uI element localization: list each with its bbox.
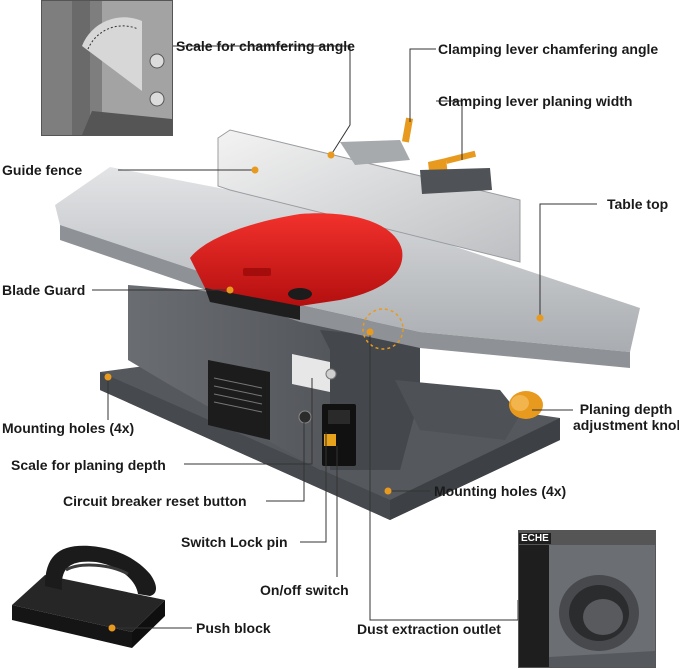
label-on-off-switch: On/off switch	[260, 582, 349, 598]
label-blade-guard: Blade Guard	[2, 282, 86, 298]
dust-outlet-detail-inset: ECHE	[518, 530, 656, 668]
label-guide-fence: Guide fence	[2, 162, 83, 178]
label-clamping-lever-width: Clamping lever planing width	[438, 93, 633, 109]
chamfer-scale-detail-photo	[42, 1, 172, 135]
label-scale-chamfering-angle: Scale for chamfering angle	[176, 38, 355, 54]
label-planing-depth-knob-line2: adjustment knob	[573, 417, 679, 433]
brand-fragment: ECHE	[519, 533, 551, 544]
label-circuit-breaker: Circuit breaker reset button	[63, 493, 247, 509]
chamfer-scale-detail-inset	[41, 0, 173, 136]
dust-outlet-highlight	[362, 308, 404, 350]
label-mounting-holes-right: Mounting holes (4x)	[434, 483, 567, 499]
reset-button-shape	[298, 410, 312, 424]
push-block-illustration	[12, 545, 165, 648]
label-switch-lock-pin: Switch Lock pin	[181, 534, 288, 550]
label-scale-planing-depth: Scale for planing depth	[11, 457, 166, 473]
on-off-switch-shape	[324, 434, 336, 446]
label-clamping-lever-chamfering: Clamping lever chamfering angle	[438, 41, 659, 57]
chamfer-lever-shape	[401, 117, 414, 143]
label-table-top: Table top	[607, 196, 669, 212]
label-mounting-holes-left: Mounting holes (4x)	[2, 420, 135, 436]
blade-guard-shape	[190, 213, 403, 307]
label-push-block: Push block	[196, 620, 271, 636]
label-planing-depth-knob: Planing depth adjustment knob	[573, 401, 679, 433]
label-planing-depth-knob-line1: Planing depth	[579, 401, 673, 417]
label-dust-extraction: Dust extraction outlet	[357, 621, 501, 637]
guide-fence-shape	[217, 129, 521, 263]
depth-scale-shape	[292, 354, 330, 392]
dust-outlet-detail-photo	[519, 531, 655, 667]
